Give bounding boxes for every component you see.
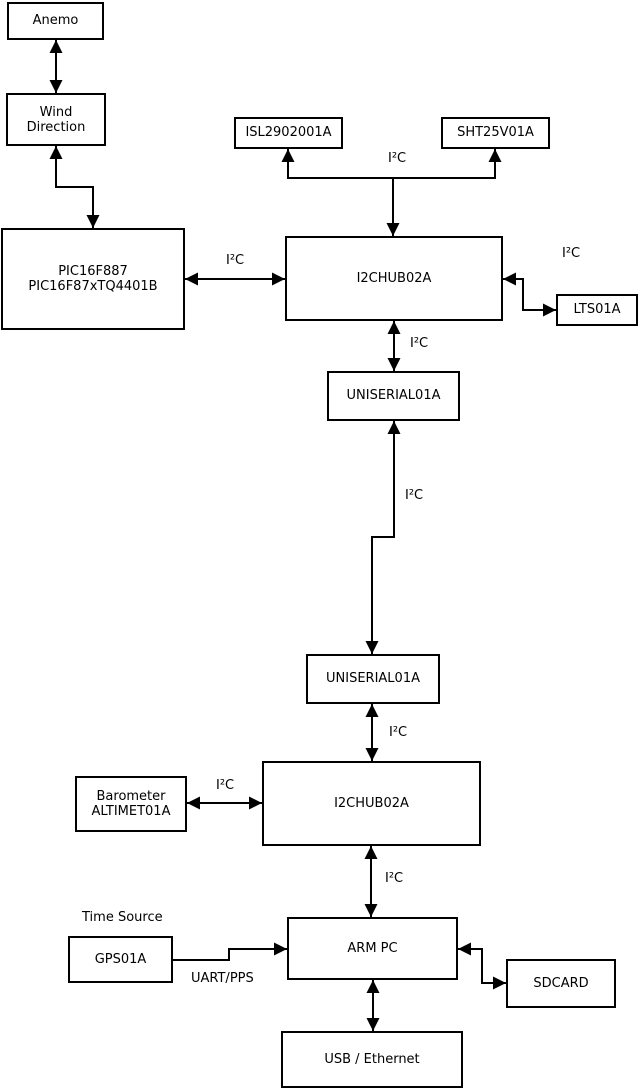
- node-gps01a: GPS01A: [68, 936, 173, 983]
- edge-hub1-lts: [503, 272, 556, 317]
- node-uniserial-bottom: UNISERIAL01A: [306, 654, 440, 704]
- edge-wind-pic: [49, 146, 100, 228]
- node-label: LTS01A: [573, 302, 621, 317]
- edge-uniserial1-uniserial2: [365, 421, 401, 654]
- node-label: SHT25V01A: [457, 125, 534, 140]
- node-sht25v01a: SHT25V01A: [441, 117, 550, 149]
- bus-label-i2c-uniserial-hub2: I²C: [389, 725, 408, 740]
- node-isl2902001a: ISL2902001A: [234, 117, 343, 149]
- node-label-line2: Direction: [26, 119, 86, 135]
- node-label: Anemo: [32, 13, 79, 28]
- edge-hub1-isl: [281, 149, 400, 236]
- node-anemometer: Anemo: [7, 2, 104, 40]
- node-label: SDCARD: [533, 975, 589, 991]
- node-lts01a: LTS01A: [556, 294, 638, 326]
- node-label-line2: PIC16F87xTQ4401B: [28, 279, 158, 294]
- node-pic-microcontroller: PIC16F887 PIC16F87xTQ4401B: [1, 228, 185, 330]
- node-label-line1: Barometer: [96, 789, 166, 804]
- bus-label-i2c-pic-hub: I²C: [226, 253, 245, 268]
- time-source-label: Time Source: [82, 910, 163, 925]
- edge-hub1-sht: [393, 149, 502, 179]
- bus-label-i2c-barometer-hub2: I²C: [216, 778, 235, 793]
- uart-pps-label: UART/PPS: [191, 971, 254, 986]
- bus-label-i2c-uniserial-link: I²C: [405, 488, 424, 503]
- node-label-line1: Wind: [39, 104, 73, 120]
- node-label: ISL2902001A: [245, 125, 332, 140]
- node-i2c-hub-top: I2CHUB02A: [285, 236, 503, 321]
- node-sdcard: SDCARD: [506, 959, 616, 1008]
- node-i2c-hub-bottom: I2CHUB02A: [262, 761, 481, 846]
- bus-label-i2c-hub-lts: I²C: [562, 246, 581, 261]
- node-label: UNISERIAL01A: [346, 388, 441, 403]
- bus-label-i2c-top: I²C: [388, 151, 407, 166]
- node-usb-ethernet: USB / Ethernet: [281, 1031, 463, 1088]
- node-uniserial-top: UNISERIAL01A: [327, 371, 460, 421]
- node-label: GPS01A: [94, 951, 147, 967]
- edge-gps-armpc: [173, 942, 287, 961]
- bus-label-i2c-hub-uniserial: I²C: [410, 336, 429, 351]
- node-label: I2CHUB02A: [356, 270, 432, 286]
- node-label-line1: PIC16F887: [58, 264, 128, 279]
- node-label-line2: ALTIMET01A: [91, 804, 171, 819]
- node-wind-direction: Wind Direction: [6, 93, 106, 146]
- bus-label-i2c-hub2-armpc: I²C: [385, 871, 404, 886]
- node-label: I2CHUB02A: [334, 795, 409, 811]
- edge-armpc-sdcard: [458, 942, 506, 990]
- node-arm-pc: ARM PC: [287, 917, 458, 980]
- node-label: UNISERIAL01A: [326, 671, 420, 686]
- node-barometer-altimeter: Barometer ALTIMET01A: [75, 776, 187, 832]
- node-label: ARM PC: [347, 940, 398, 956]
- node-label: USB / Ethernet: [324, 1051, 420, 1067]
